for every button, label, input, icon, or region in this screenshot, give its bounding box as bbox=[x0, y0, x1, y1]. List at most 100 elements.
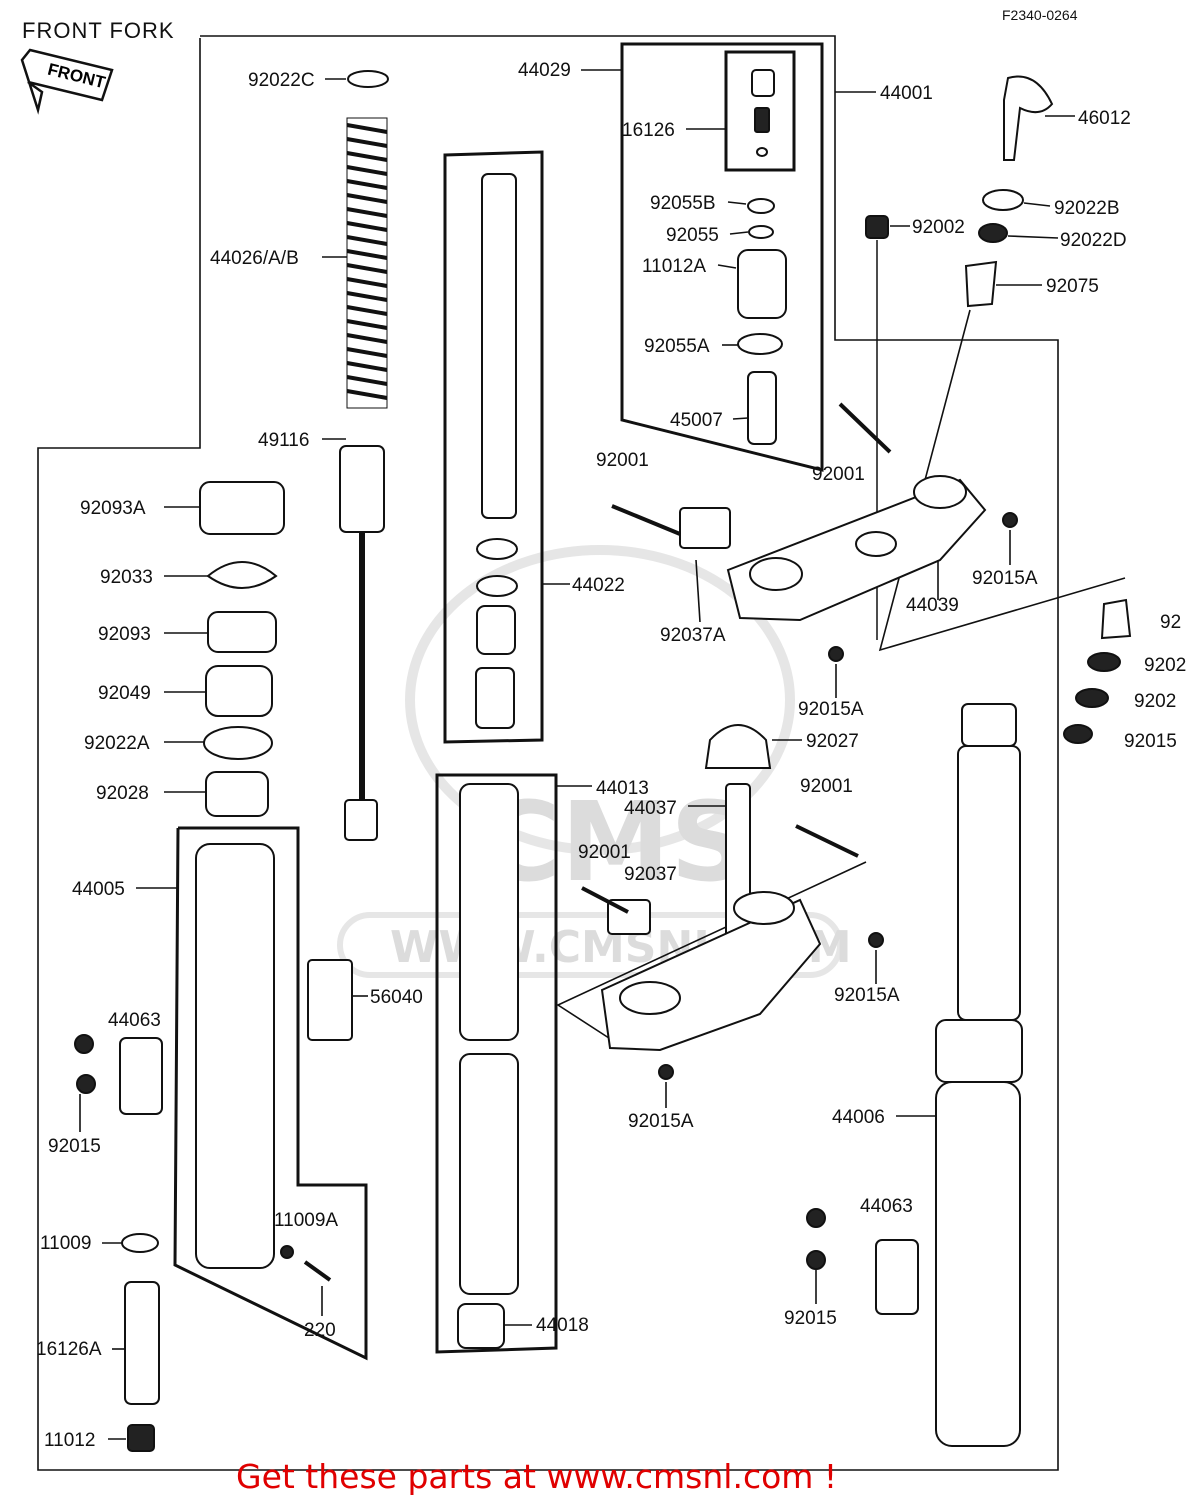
fork-top-right bbox=[961, 703, 1017, 747]
leader-lines bbox=[79, 69, 1075, 1440]
part-label[interactable]: 92037 bbox=[624, 864, 677, 885]
assembly-outline bbox=[37, 35, 1059, 1471]
part-label[interactable]: 92001 bbox=[812, 464, 865, 485]
part-label[interactable]: 92028 bbox=[96, 783, 149, 804]
cap-plug-45007 bbox=[747, 371, 777, 445]
part-label[interactable]: 11009 bbox=[40, 1233, 91, 1254]
fork-cap-bolt bbox=[737, 249, 787, 319]
bracket-hole-center bbox=[855, 531, 897, 557]
nut-right-a bbox=[806, 1208, 826, 1228]
lower-hole-left bbox=[619, 981, 681, 1015]
part-label[interactable]: 92015 bbox=[1124, 731, 1177, 752]
bushing-92028 bbox=[205, 771, 269, 817]
part-label[interactable]: 44022 bbox=[572, 575, 625, 596]
nut-left-b bbox=[76, 1074, 96, 1094]
part-label[interactable]: 92015A bbox=[834, 985, 900, 1006]
part-label[interactable]: 92002 bbox=[912, 217, 965, 238]
part-label[interactable]: 9202 bbox=[1134, 691, 1176, 712]
part-label[interactable]: 92015A bbox=[798, 699, 864, 720]
fork-seal-right bbox=[935, 1019, 1023, 1083]
valve-cap-part bbox=[751, 69, 775, 97]
part-label[interactable]: 11012A bbox=[642, 256, 706, 277]
part-label[interactable]: 44018 bbox=[536, 1315, 589, 1336]
part-label[interactable]: 92055B bbox=[650, 193, 716, 214]
part-label[interactable]: 92049 bbox=[98, 683, 151, 704]
part-label[interactable]: 11009A bbox=[274, 1210, 338, 1231]
bolt-92001-upper-right bbox=[838, 402, 892, 454]
part-label[interactable]: 92022D bbox=[1060, 230, 1127, 251]
valve-ring-part bbox=[756, 147, 768, 157]
nut-right-b bbox=[806, 1250, 826, 1270]
part-label[interactable]: 92015 bbox=[48, 1136, 101, 1157]
part-label[interactable]: 44006 bbox=[832, 1107, 885, 1128]
part-label[interactable]: 44029 bbox=[518, 60, 571, 81]
part-label[interactable]: 92022B bbox=[1054, 198, 1120, 219]
gasket-92033 bbox=[206, 561, 278, 589]
part-label[interactable]: 92 bbox=[1160, 612, 1181, 633]
valve-core-part bbox=[754, 107, 770, 133]
cap-92075 bbox=[964, 260, 998, 308]
part-label[interactable]: 220 bbox=[304, 1320, 336, 1341]
part-label[interactable]: 92075 bbox=[1046, 276, 1099, 297]
clamp-44063-right bbox=[875, 1239, 919, 1315]
part-label[interactable]: 92015 bbox=[784, 1308, 837, 1329]
part-label[interactable]: 45007 bbox=[670, 410, 723, 431]
part-label[interactable]: 92093 bbox=[98, 624, 151, 645]
washer-92022D bbox=[978, 223, 1008, 243]
valve-16126A bbox=[124, 1281, 160, 1405]
part-label[interactable]: 44063 bbox=[860, 1196, 913, 1217]
part-label[interactable]: 92022C bbox=[248, 70, 315, 91]
part-label[interactable]: 92033 bbox=[100, 567, 153, 588]
valve-box bbox=[724, 50, 796, 172]
washer-92022A bbox=[203, 726, 273, 760]
promo-link[interactable]: Get these parts at www.cmsnl.com ! bbox=[236, 1457, 837, 1496]
part-label[interactable]: 92027 bbox=[806, 731, 859, 752]
part-label[interactable]: 92001 bbox=[596, 450, 649, 471]
tube-lower-44013 bbox=[459, 1053, 519, 1295]
washer-11009A bbox=[280, 1245, 294, 1259]
part-label[interactable]: 92055 bbox=[666, 225, 719, 246]
oring-92055 bbox=[748, 225, 774, 239]
part-label[interactable]: 92001 bbox=[800, 776, 853, 797]
part-label[interactable]: 92015A bbox=[972, 568, 1038, 589]
inner-tube-box bbox=[443, 150, 544, 744]
part-label[interactable]: 92093A bbox=[80, 498, 146, 519]
bracket-hole-right bbox=[913, 475, 967, 509]
part-label[interactable]: 11012 bbox=[44, 1430, 95, 1451]
part-label[interactable]: 44026/A/B bbox=[210, 248, 299, 269]
damper-head bbox=[339, 445, 385, 533]
part-label[interactable]: 44001 bbox=[880, 83, 933, 104]
part-label[interactable]: 44063 bbox=[108, 1010, 161, 1031]
part-label[interactable]: 44037 bbox=[624, 798, 677, 819]
cap-assembly-box bbox=[620, 42, 824, 472]
part-label[interactable]: 92055A bbox=[644, 336, 710, 357]
part-label[interactable]: 44013 bbox=[596, 778, 649, 799]
part-label[interactable]: 92022A bbox=[84, 733, 150, 754]
nut-92015A-lower bbox=[658, 1064, 674, 1080]
lower-hole-right bbox=[733, 891, 795, 925]
damper-lock bbox=[344, 799, 378, 841]
part-label[interactable]: 49116 bbox=[258, 430, 309, 451]
part-label[interactable]: 92015A bbox=[628, 1111, 694, 1132]
part-label[interactable]: 44005 bbox=[72, 879, 125, 900]
cover-92027 bbox=[704, 724, 772, 769]
part-label[interactable]: 56040 bbox=[370, 987, 423, 1008]
part-label[interactable]: 46012 bbox=[1078, 108, 1131, 129]
bushing-44018 bbox=[457, 1303, 505, 1349]
part-label[interactable]: 44039 bbox=[906, 595, 959, 616]
part-label[interactable]: 92037A bbox=[660, 625, 726, 646]
page-title: FRONT FORK bbox=[22, 18, 175, 43]
part-label[interactable]: 16126 bbox=[622, 120, 675, 141]
ring-92049 bbox=[205, 665, 273, 717]
tube-box-44013 bbox=[435, 773, 558, 1354]
bolt-11012 bbox=[127, 1424, 155, 1452]
outer-tube-44005 bbox=[195, 843, 275, 1269]
part-label[interactable]: 92001 bbox=[578, 842, 631, 863]
part-label[interactable]: 16126A bbox=[36, 1339, 102, 1360]
guide-92037A bbox=[679, 507, 731, 549]
washer-92022B bbox=[982, 189, 1024, 211]
label-56040 bbox=[307, 959, 353, 1041]
part-labels: 92022C 44029 44001 46012 16126 92055B 92… bbox=[36, 60, 1186, 1451]
part-label[interactable]: 9202 bbox=[1144, 655, 1186, 676]
